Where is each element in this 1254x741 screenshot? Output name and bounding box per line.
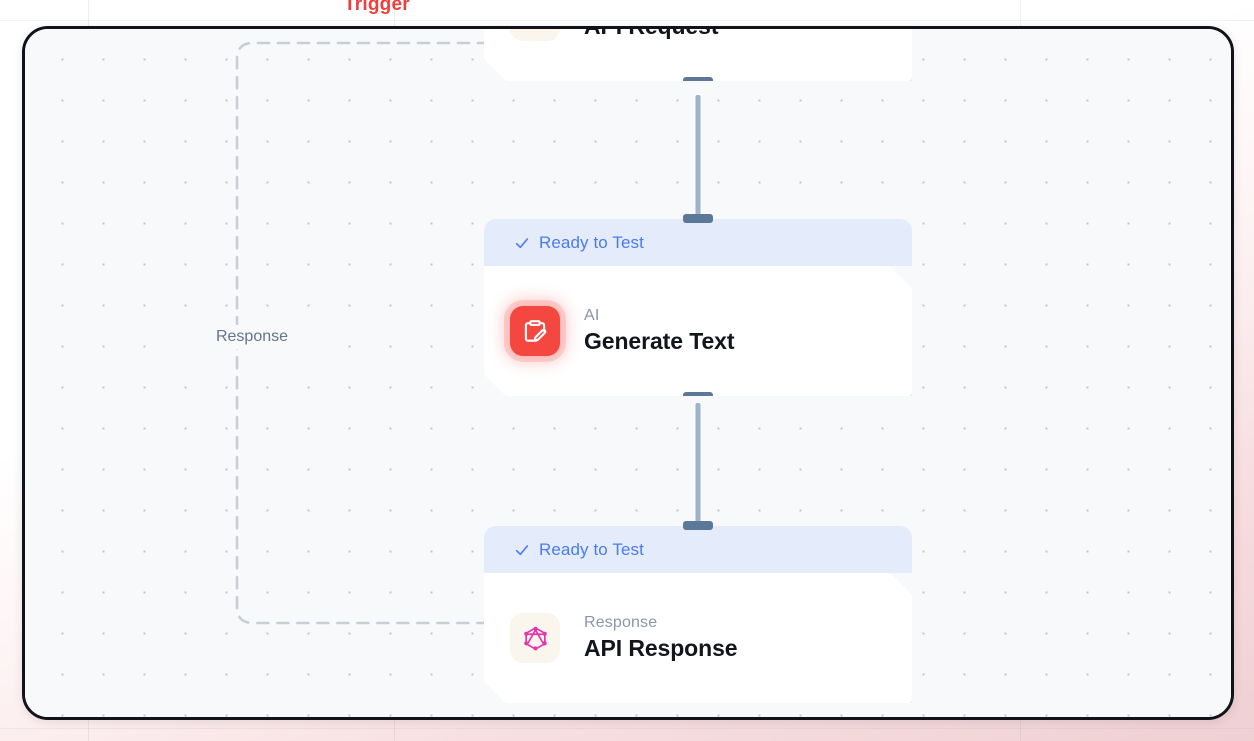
node-api-response-status-badge: Ready to Test	[484, 521, 912, 573]
clipped-trigger-label: Trigger	[344, 0, 410, 15]
node-generate-text-status-label: Ready to Test	[539, 232, 644, 252]
node-handle-top[interactable]	[683, 214, 713, 223]
guide-line-horizontal	[0, 728, 1254, 729]
check-icon	[514, 235, 530, 251]
node-generate-text-title: Generate Text	[584, 328, 735, 355]
connector-line-generate-to-response	[695, 403, 701, 529]
feedback-edge-label: Response	[182, 325, 322, 349]
workflow-canvas-frame: Response	[22, 26, 1234, 720]
node-api-response-status-label: Ready to Test	[539, 539, 644, 559]
workflow-canvas[interactable]: Response	[25, 29, 1231, 717]
node-api-response-text: Response API Response	[584, 612, 737, 664]
check-icon	[514, 542, 530, 558]
node-generate-text-kicker: AI	[584, 306, 600, 324]
node-api-request-text: Interface API Request	[584, 26, 718, 42]
node-api-request[interactable]: Interface API Request	[484, 26, 912, 81]
node-generate-text-status-badge: Ready to Test	[484, 214, 912, 266]
node-api-request-title: API Request	[584, 26, 719, 40]
node-handle-bottom[interactable]	[683, 77, 713, 86]
node-api-request-body[interactable]: Interface API Request	[484, 26, 912, 81]
node-generate-text[interactable]: Ready to Test AI Generate Text	[484, 214, 912, 396]
connector-line-request-to-generate	[695, 95, 701, 223]
node-api-response[interactable]: Ready to Test	[484, 521, 912, 703]
clipboard-pencil-icon	[510, 306, 560, 356]
node-handle-bottom[interactable]	[683, 392, 713, 401]
graphql-icon	[510, 613, 560, 663]
node-handle-top[interactable]	[683, 521, 713, 530]
node-api-response-title: API Response	[584, 635, 738, 662]
node-api-response-body[interactable]: Response API Response	[484, 573, 912, 703]
guide-line-horizontal	[0, 20, 1254, 21]
node-generate-text-body[interactable]: AI Generate Text	[484, 266, 912, 396]
graphql-icon	[510, 26, 560, 41]
node-generate-text-text: AI Generate Text	[584, 305, 734, 357]
node-api-response-kicker: Response	[584, 613, 658, 631]
